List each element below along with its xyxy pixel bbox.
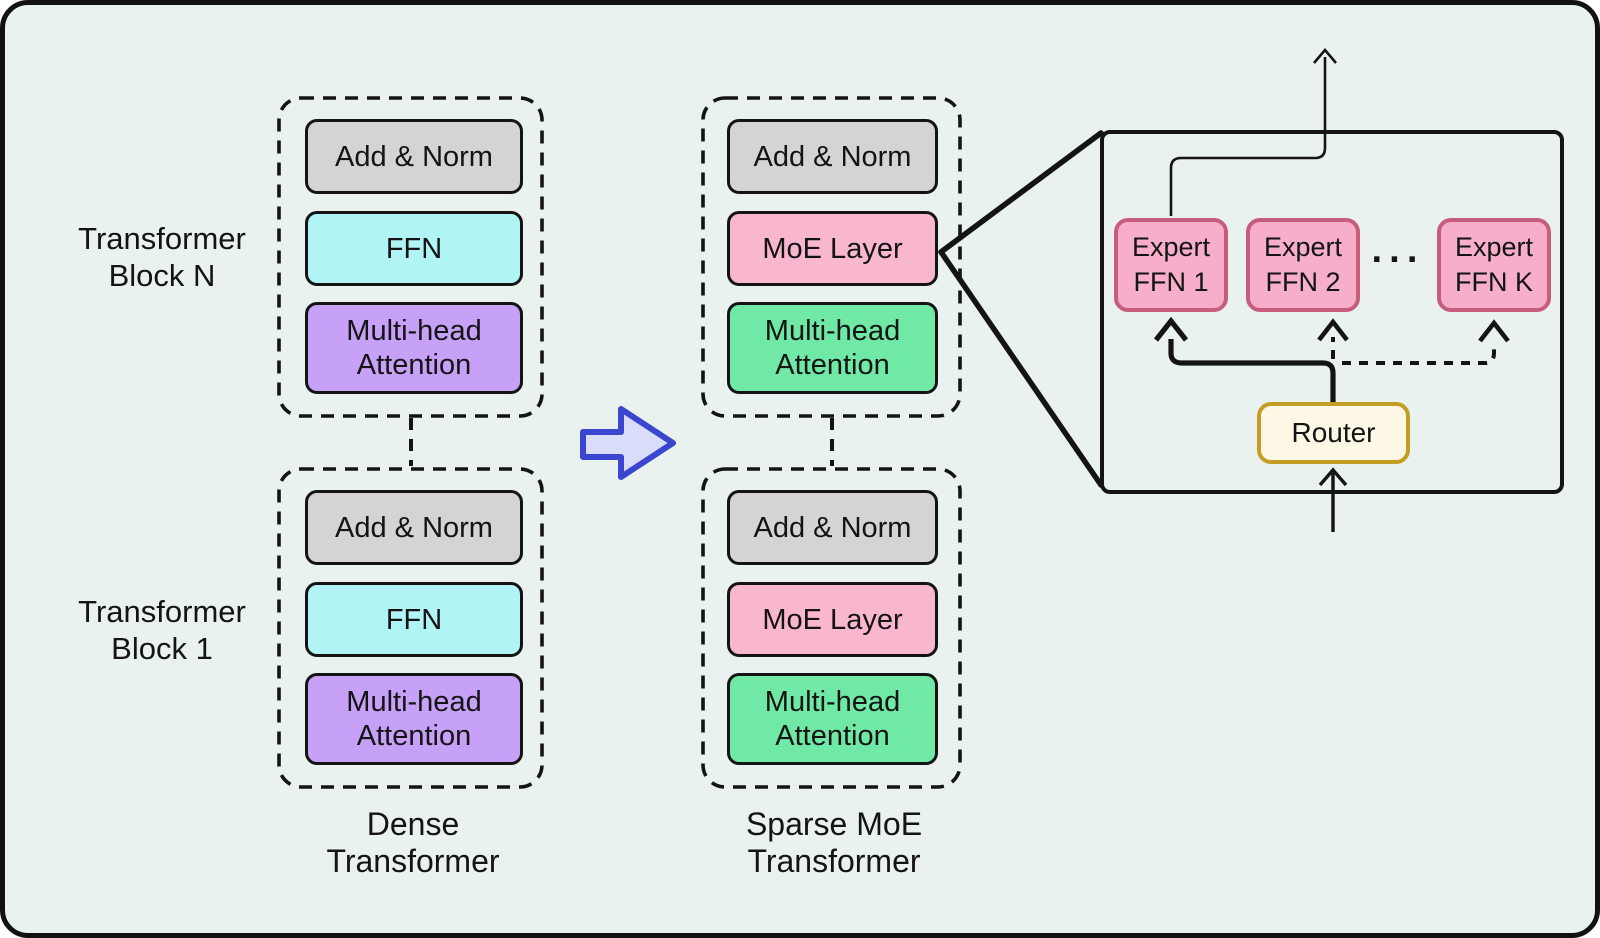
sparse-block-1-add-norm: Add & Norm [727,490,938,565]
moe-layer-label: MoE Layer [762,232,903,265]
expert-ffn-k-line2: FFN K [1455,267,1533,297]
callout-line-bottom [938,249,1104,488]
add-norm-label: Add & Norm [753,511,912,544]
transformer-block-1-label-line1: Transformer [78,594,246,629]
transformer-block-1-label: Transformer Block 1 [37,593,287,667]
dense-block-n-multi-head-attention: Multi-head Attention [305,302,523,394]
sparse-block-n-multi-head-attention: Multi-head Attention [727,302,938,394]
mha-label-line1: Multi-head [346,315,482,347]
sparse-block-1-moe-layer: MoE Layer [727,582,938,657]
sparse-moe-transformer-caption: Sparse MoE Transformer [674,806,994,880]
dense-caption-line2: Transformer [326,843,500,879]
transformer-block-n-label-line2: Block N [108,258,216,293]
router-label: Router [1291,417,1376,448]
mha-label-line2: Attention [775,720,890,752]
add-norm-label: Add & Norm [335,511,493,544]
sparse-block-n-moe-layer: MoE Layer [727,211,938,286]
expert-output-arrowhead-icon [1313,47,1337,64]
expert-ffn-1-line1: Expert [1131,232,1211,262]
dense-caption-line1: Dense [366,806,460,842]
mha-label-line1: Multi-head [346,686,482,718]
dense-block-n-ffn: FFN [305,211,523,286]
transformer-block-1-label-line2: Block 1 [111,631,213,666]
add-norm-label: Add & Norm [753,140,912,173]
ffn-label: FFN [385,232,443,265]
dense-block-1-multi-head-attention: Multi-head Attention [305,673,523,765]
add-norm-label: Add & Norm [335,140,493,173]
expert-ffn-1-line2: FFN 1 [1133,267,1209,297]
mha-label-line2: Attention [356,720,472,752]
transformer-block-n-label: Transformer Block N [37,220,287,294]
ffn-label: FFN [385,603,443,636]
experts-ellipsis: ··· [1371,239,1425,281]
sparse-caption-line1: Sparse MoE [745,806,923,842]
dense-block-1-ffn: FFN [305,582,523,657]
mha-label-line2: Attention [356,349,472,381]
mha-label-line1: Multi-head [764,315,901,347]
mha-label-line1: Multi-head [764,686,901,718]
dense-block-n-add-norm: Add & Norm [305,119,523,194]
expert-ffn-2-line1: Expert [1263,232,1343,262]
dense-block-1-add-norm: Add & Norm [305,490,523,565]
dense-transformer-caption: Dense Transformer [253,806,573,880]
mha-label-line2: Attention [775,349,890,381]
expert-ffn-2-line2: FFN 2 [1265,267,1341,297]
expert-ffn-2-box: Expert FFN 2 [1246,218,1360,312]
moe-layer-label: MoE Layer [762,603,903,636]
router-box: Router [1257,402,1410,464]
expert-ffn-k-line1: Expert [1454,232,1534,262]
transform-arrow-icon [580,406,676,480]
sparse-caption-line2: Transformer [747,843,921,879]
callout-line-top [938,130,1104,255]
expert-ffn-1-box: Expert FFN 1 [1114,218,1228,312]
expert-ffn-k-box: Expert FFN K [1437,218,1551,312]
sparse-block-1-multi-head-attention: Multi-head Attention [727,673,938,765]
transformer-block-n-label-line1: Transformer [78,221,246,256]
sparse-block-n-add-norm: Add & Norm [727,119,938,194]
